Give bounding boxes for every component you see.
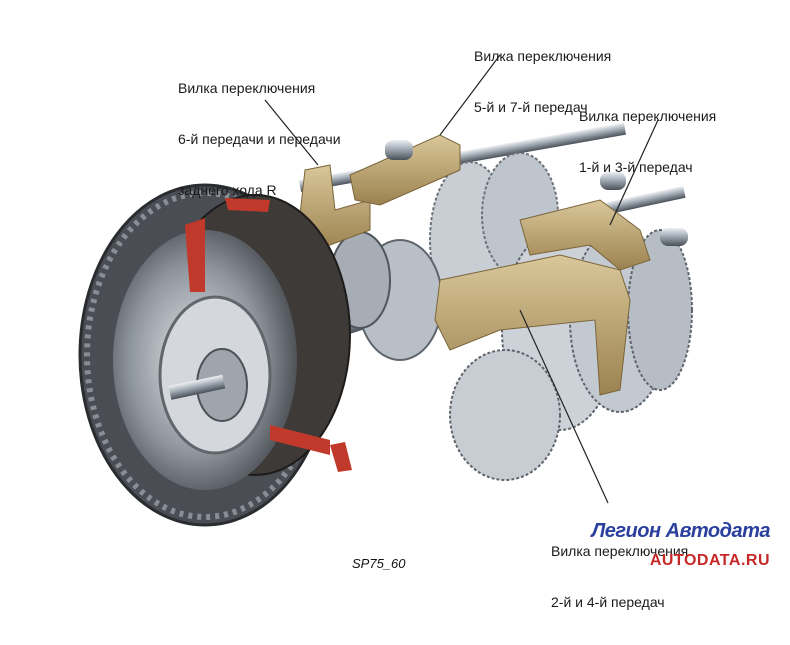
label-fork-1-3: Вилка переключения 1-й и 3-й передач xyxy=(579,108,717,175)
rod-end xyxy=(600,172,626,190)
label-fork-6-r: Вилка переключения 6-й передачи и переда… xyxy=(178,80,341,198)
leader-line-1-3 xyxy=(609,119,659,226)
shift-fork-1-3 xyxy=(519,199,651,271)
leader-line-2-4 xyxy=(519,309,609,504)
clutch-red-marker xyxy=(270,425,330,455)
watermark-url: AUTODATA.RU xyxy=(649,552,770,569)
clutch-red-marker xyxy=(330,442,352,472)
clutch-assembly xyxy=(78,183,352,527)
shift-fork-2-4 xyxy=(434,254,631,396)
leader-line-6-r xyxy=(264,99,319,166)
watermark-brand: Легион Автодата xyxy=(591,520,771,542)
leader-lines xyxy=(264,54,659,504)
watermark-logo: Легион Автодата AUTODATA.RU xyxy=(592,520,776,570)
diagram-stage: Вилка переключения 6-й передачи и переда… xyxy=(78,48,776,610)
rod-end xyxy=(660,228,688,246)
gear xyxy=(627,229,693,391)
leader-line-5-7 xyxy=(439,54,501,136)
gearbox-illustration xyxy=(78,54,693,527)
gear xyxy=(449,349,561,481)
figure-caption: SP75_60 xyxy=(352,556,406,571)
input-shaft-tip xyxy=(168,374,226,400)
rod-end xyxy=(385,140,413,160)
clutch-red-marker xyxy=(185,218,205,292)
label-fork-5-7: Вилка переключения 5-й и 7-й передач xyxy=(474,48,612,115)
clutch-red-marker xyxy=(225,198,270,212)
